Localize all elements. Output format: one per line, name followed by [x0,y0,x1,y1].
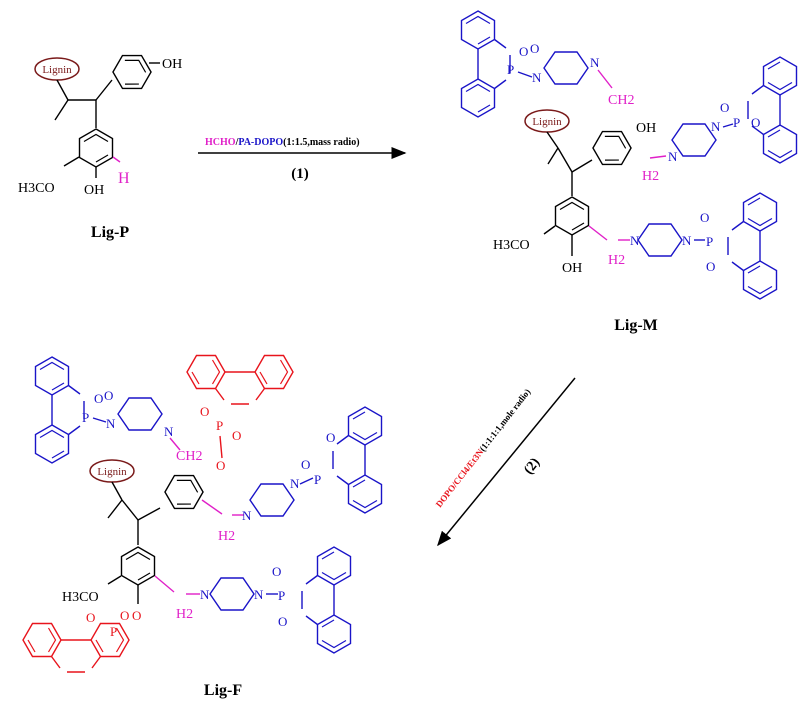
lig-p-structure: Lignin OH H3CO OH H Lig-P [18,46,182,241]
phenol-ring [587,122,637,174]
svg-text:OH: OH [562,261,582,276]
step1-reagents: HCHO/PA-DOPO(1:1.5,mass radio) [205,137,360,148]
svg-text:P: P [216,418,223,433]
h-label: H [118,170,130,187]
svg-text:N: N [254,587,264,602]
pa-dopo-label: PA-DOPO [238,137,283,148]
svg-text:H2: H2 [608,253,625,268]
piperazine-ring [249,483,295,517]
svg-text:O: O [104,388,113,403]
svg-text:O: O [519,44,528,59]
phenol-ring [107,46,157,98]
svg-text:N: N [290,476,300,491]
svg-text:O: O [232,428,241,443]
hcho-label: HCHO [205,137,236,148]
step2-number: (2) [521,455,543,477]
lignin-label: Lignin [532,116,562,128]
guaiacyl-ring [554,196,590,236]
svg-text:P: P [314,472,321,487]
piperazine-ring [543,51,589,85]
reaction-step-1: HCHO/PA-DOPO(1:1.5,mass radio) (1) [198,137,407,182]
dopo-unit [748,57,797,163]
svg-text:CH2: CH2 [608,93,634,108]
svg-text:N: N [711,119,721,134]
dopo-unit [187,356,293,405]
svg-text:P: P [82,410,89,425]
svg-text:H2: H2 [218,529,235,544]
svg-text:N: N [200,587,210,602]
guaiacyl-ring [120,546,156,586]
svg-text:O: O [94,391,103,406]
svg-text:H3CO: H3CO [62,590,99,605]
svg-text:O: O [301,457,310,472]
svg-text:N: N [106,416,116,431]
svg-text:P: P [110,624,117,639]
svg-text:N: N [590,55,600,70]
svg-text:H3CO: H3CO [493,238,530,253]
svg-text:P: P [507,62,514,77]
svg-text:H2: H2 [176,607,193,622]
svg-text:O: O [278,614,287,629]
dopo-unit [333,407,382,513]
dopo-unit [728,193,777,299]
step1-number: (1) [291,166,309,182]
svg-text:O: O [200,404,209,419]
svg-text:O: O [86,610,95,625]
svg-text:O: O [706,259,715,274]
oh-label: OH [162,57,182,72]
lig-f-structure: O P O N N CH2 O P O O Lignin H3CO O [23,356,382,699]
svg-text:O: O [132,608,141,623]
lignin-label: Lignin [97,466,127,478]
dopo-unit [462,11,511,117]
phenol-ring [159,466,209,518]
svg-text:O: O [120,608,129,623]
guaiacyl-ring [78,128,114,168]
piperazine-ring [209,577,255,611]
lig-m-structure: O P O N N CH2 O P O N N H2 Lignin OH [462,11,797,334]
svg-text:N: N [242,508,252,523]
svg-text:N: N [532,70,542,85]
reaction-step-2: DOPO/CCl4/Et3N(1:1:1:1,mole radio) (2) [434,377,576,547]
svg-text:N: N [164,424,174,439]
piperazine-ring [117,397,163,431]
dopo-unit [36,357,85,463]
piperazine-ring [671,123,717,157]
svg-text:OH: OH [636,121,656,136]
svg-text:O: O [751,115,760,130]
lig-f-label: Lig-F [204,682,242,699]
h3co-label: H3CO [18,181,55,196]
svg-text:H2: H2 [642,169,659,184]
svg-text:P: P [706,234,713,249]
lig-p-label: Lig-P [91,224,129,241]
svg-text:P: P [278,588,285,603]
lignin-label: Lignin [42,64,72,76]
arrow-2 [437,377,576,547]
svg-text:O: O [700,210,709,225]
piperazine-ring [637,223,683,257]
svg-text:O: O [720,100,729,115]
svg-text:O: O [530,41,539,56]
svg-text:N: N [668,149,678,164]
dopo-unit [302,547,351,653]
svg-text:P: P [733,115,740,130]
svg-text:O: O [272,564,281,579]
oh-label: OH [84,183,104,198]
svg-text:N: N [630,233,640,248]
svg-text:O: O [326,430,335,445]
dopo-ccl4-et3n-label: DOPO/CCl4/Et3N [434,447,486,509]
svg-text:CH2: CH2 [176,449,202,464]
svg-text:O: O [216,458,225,473]
lig-m-label: Lig-M [614,317,658,334]
svg-text:N: N [682,233,692,248]
